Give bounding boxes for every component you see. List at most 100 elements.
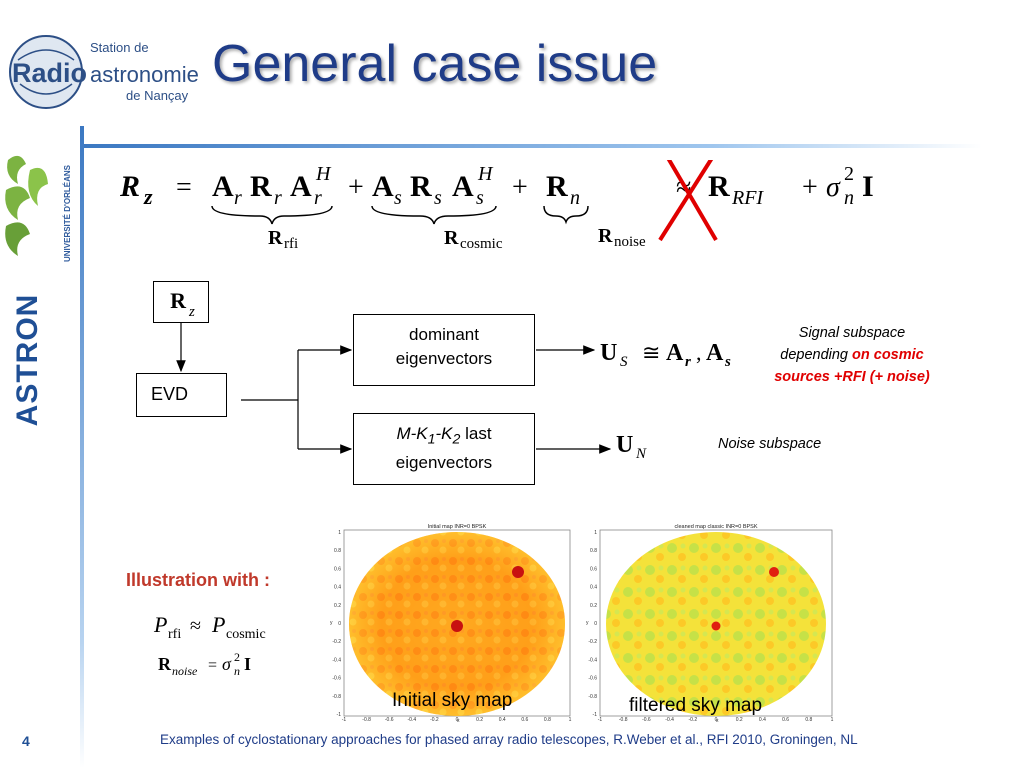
- eq-sigma-sup: 2: [844, 163, 854, 185]
- orleans-leaf-4: [28, 167, 48, 206]
- x-tick-label: 0.4: [759, 717, 766, 722]
- y-tick-label: 0: [594, 621, 597, 627]
- filtered-map-source-center: [711, 621, 721, 631]
- us-a2: A: [706, 340, 724, 366]
- brace-noise-label: R: [598, 225, 613, 247]
- dominant-line-2: eigenvectors: [395, 349, 493, 368]
- x-tick-label: 1: [831, 717, 834, 722]
- x-tick-label: 0.4: [499, 717, 506, 722]
- last-suffix: last: [460, 424, 492, 443]
- x-tick-label: 0.2: [736, 717, 743, 722]
- brace-rfi: [211, 205, 333, 225]
- eq-term-ash: A: [452, 170, 474, 203]
- x-tick-label: -0.6: [385, 717, 394, 722]
- illustration-label: Illustration with :: [126, 570, 270, 590]
- initial-map-yticks: 10.80.60.40.20-0.2-0.4-0.6-0.8-1: [332, 530, 341, 718]
- y-tick-label: -0.2: [588, 639, 597, 645]
- rz-label: R: [170, 288, 187, 313]
- filtered-map-title: cleaned map classic INR=0 BPSK: [675, 524, 758, 530]
- initial-map-caption: Initial sky map: [392, 690, 513, 711]
- eq-term-arh: A: [290, 170, 312, 203]
- filtered-map-yticks: 10.80.60.40.20-0.2-0.4-0.6-0.8-1: [588, 530, 597, 718]
- brace-noise: [543, 205, 589, 225]
- eq-term-ash-sup: H: [477, 163, 494, 185]
- eq-term-rs: R: [410, 170, 432, 203]
- y-tick-label: -0.4: [332, 657, 341, 663]
- x-tick-label: -0.6: [642, 717, 651, 722]
- x-tick-label: -0.2: [688, 717, 697, 722]
- x-tick-label: 0.8: [805, 717, 812, 722]
- filtered-map-source-top: [769, 567, 779, 577]
- us-a1: A: [666, 340, 684, 366]
- cross-line-2: [658, 160, 714, 242]
- y-tick-label: 0.4: [334, 585, 341, 591]
- eq-term-rr: R: [250, 170, 272, 203]
- rnoise-sigma-sub: n: [234, 664, 240, 678]
- eq-term-arh-sub: r: [314, 187, 322, 209]
- radioastronomie-nancay-logo: Station de Radio astronomie de Nançay: [9, 35, 199, 109]
- un-u: U: [616, 432, 633, 458]
- x-tick-label: 0.8: [544, 717, 551, 722]
- page-title: General case issue: [212, 35, 658, 93]
- cross-line-1: [666, 160, 718, 242]
- us-comma: ,: [696, 340, 702, 365]
- rnoise-sigma-sup: 2: [234, 650, 240, 664]
- x-tick-label: 0: [715, 717, 718, 722]
- last-prefix: M-K: [396, 424, 428, 443]
- initial-map-xlabel: x: [457, 718, 460, 722]
- y-tick-label: 1: [594, 530, 597, 536]
- y-tick-label: -0.8: [588, 694, 597, 700]
- y-tick-label: 0: [338, 621, 341, 627]
- logo-arc: [17, 49, 75, 61]
- logo-astronomie: astronomie: [90, 62, 199, 87]
- eq-term-as-sub: s: [394, 187, 402, 209]
- eq-term-as: A: [372, 170, 394, 203]
- initial-map-title: Initial map INR=0 BPSK: [428, 524, 487, 530]
- x-tick-label: -0.8: [362, 717, 371, 722]
- signal-note-highlight-1: on cosmic: [852, 347, 924, 363]
- eq-term-ar-sub: r: [234, 187, 242, 209]
- filtered-map-xlabel: x: [716, 718, 719, 722]
- p-rfi-sub: rfi: [168, 627, 181, 642]
- p-cosmic-sub: cosmic: [226, 627, 266, 642]
- eq-term-ash-sub: s: [476, 187, 484, 209]
- eq-plus-2: +: [512, 172, 528, 203]
- us-u-sub: S: [620, 354, 628, 370]
- last-line-2: eigenvectors: [395, 453, 493, 473]
- eq-term-rr-sub: r: [274, 187, 282, 209]
- x-tick-label: 0.6: [782, 717, 789, 722]
- x-tick-label: 1: [569, 717, 572, 722]
- p-rfi: P: [153, 612, 167, 637]
- x-tick-label: 0.2: [476, 717, 483, 722]
- left-divider: [80, 126, 84, 768]
- eq-plus-1: +: [348, 172, 364, 203]
- initial-sky-map: Initial map INR=0 BPSK 1 0.8 0.6 0.4 0.2 0 -0.…: [330, 524, 572, 722]
- eq-plus-3: +: [802, 172, 818, 203]
- y-tick-label: 1: [338, 530, 341, 536]
- signal-note-line-1: Signal subspace: [798, 325, 906, 341]
- noise-subspace-note: Noise subspace: [718, 436, 822, 452]
- eq-sigma-sub: n: [844, 187, 854, 209]
- footer-reference: Examples of cyclostationary approaches f…: [160, 732, 858, 747]
- x-tick-label: -0.8: [619, 717, 628, 722]
- dominant-eigenvectors-box: dominant eigenvectors: [353, 314, 535, 386]
- eq-identity: I: [862, 170, 874, 203]
- universite-orleans-logo: UNIVERSITÉ D'ORLÉANS: [5, 155, 72, 262]
- brace-rfi-sub: rfi: [284, 236, 298, 252]
- eq-term-rs-sub: s: [434, 187, 442, 209]
- y-tick-label: 0.8: [590, 548, 597, 554]
- orleans-leaf-3: [5, 222, 30, 256]
- brace-cosmic-label: R: [444, 227, 459, 249]
- x-tick-label: -0.4: [665, 717, 674, 722]
- last-mid: -K: [435, 424, 453, 443]
- logo-de-nancay: de Nançay: [126, 88, 189, 103]
- y-tick-label: 0.2: [334, 603, 341, 609]
- initial-map-source-top: [512, 566, 524, 578]
- eq-term-rrfi: R: [708, 170, 730, 203]
- y-tick-label: -0.6: [588, 676, 597, 682]
- x-tick-label: 0.6: [521, 717, 528, 722]
- x-tick-label: -1: [342, 717, 347, 722]
- initial-map-source-center: [451, 620, 463, 632]
- y-tick-label: 0.6: [334, 566, 341, 572]
